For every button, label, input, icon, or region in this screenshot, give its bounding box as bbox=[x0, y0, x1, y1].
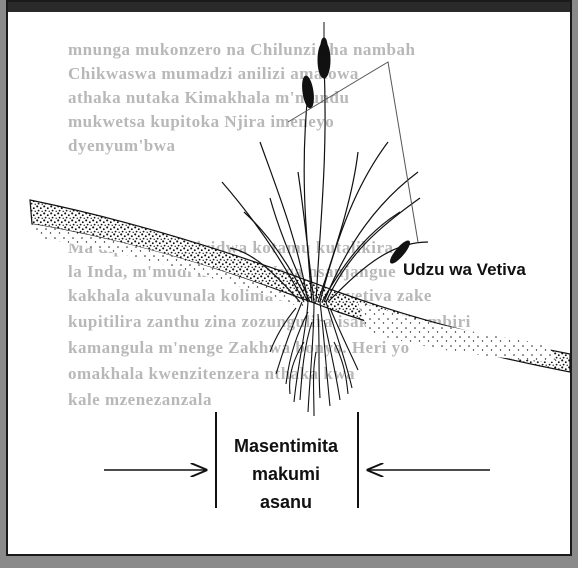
spacing-label-line: Masentimita bbox=[226, 432, 346, 460]
header-strip bbox=[8, 2, 572, 12]
soil-wedge bbox=[358, 302, 556, 362]
seed-heads bbox=[301, 22, 412, 265]
spacing-label-line: makumi bbox=[226, 460, 346, 488]
vetiver-grass-label: Udzu wa Vetiva bbox=[403, 260, 526, 280]
spacing-label-line: asanu bbox=[226, 488, 346, 516]
figure-panel: mnunga mukonzero na Chilunzi cha nambah … bbox=[6, 0, 572, 556]
spacing-label: Masentimita makumi asanu bbox=[226, 432, 346, 516]
roots bbox=[270, 302, 358, 416]
